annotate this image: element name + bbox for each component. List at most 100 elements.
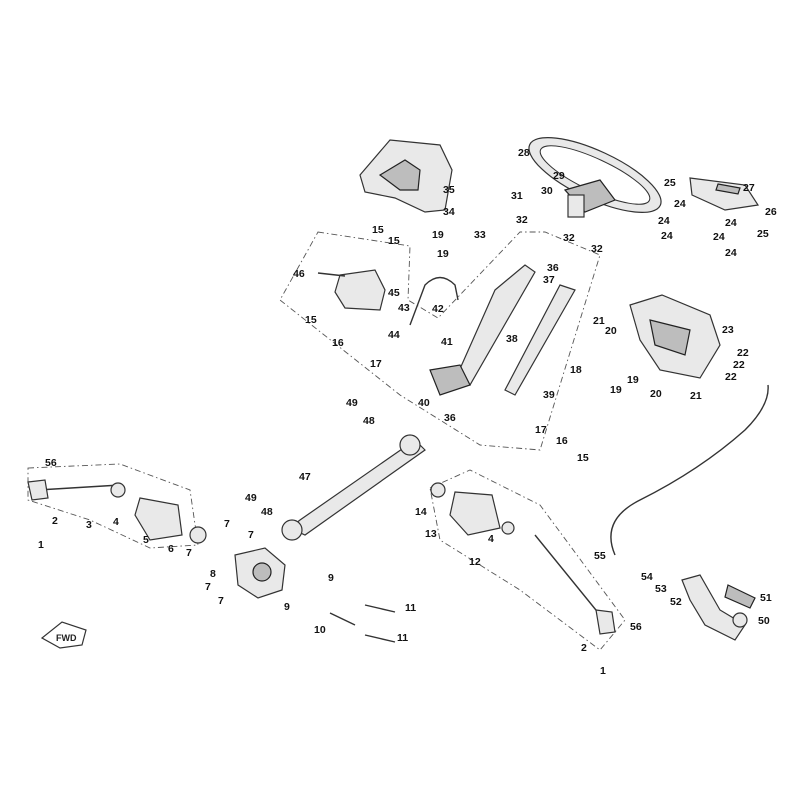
callout-53: 53 [655,583,667,595]
callout-7e: 7 [218,595,224,607]
callout-29: 29 [553,170,565,182]
callout-24f: 24 [725,247,737,259]
callout-6: 6 [168,543,174,555]
fwd-label: FWD [56,633,77,643]
callout-10: 10 [314,624,326,636]
callout-24c: 24 [661,230,673,242]
callout-40: 40 [418,397,430,409]
callout-24e: 24 [713,231,725,243]
callout-49b: 49 [245,492,257,504]
callout-56a: 56 [45,457,57,469]
callout-34: 34 [443,206,455,218]
callout-17b: 17 [535,424,547,436]
throttle-cable-part [610,384,769,556]
callout-30: 30 [541,185,553,197]
callout-44: 44 [388,329,400,341]
callout-51: 51 [760,592,772,604]
callout-4: 4 [113,516,119,528]
callout-45: 45 [388,287,400,299]
callout-28: 28 [518,147,530,159]
callout-55: 55 [594,550,606,562]
column-tube-part [429,264,576,396]
callout-15a: 15 [372,224,384,236]
callout-21a: 21 [593,315,605,327]
callout-13: 13 [425,528,437,540]
steering-wheel-part [528,136,662,218]
callout-32a: 32 [516,214,528,226]
callout-36a: 36 [547,262,559,274]
callout-15b: 15 [388,235,400,247]
callout-9a: 9 [328,572,334,584]
callout-18: 18 [570,364,582,376]
callout-19d: 19 [610,384,622,396]
callout-1b: 1 [600,665,606,677]
callout-1: 1 [38,539,44,551]
callout-39: 39 [543,389,555,401]
callout-33: 33 [474,229,486,241]
callout-35: 35 [443,184,455,196]
callout-11b: 11 [397,632,408,644]
mount-bracket-part [334,269,386,311]
callout-7b: 7 [186,547,192,559]
callout-22b: 22 [733,359,745,371]
wheel-cover-part [689,177,760,211]
callout-16b: 16 [556,435,568,447]
callout-54: 54 [641,571,653,583]
callout-9b: 9 [284,601,290,613]
callout-19b: 19 [437,248,449,260]
callout-41: 41 [441,336,453,348]
callout-11a: 11 [405,602,416,614]
callout-2b: 2 [581,642,587,654]
callout-46: 46 [293,268,305,280]
callout-12: 12 [469,556,481,568]
callout-32c: 32 [591,243,603,255]
callout-2: 2 [52,515,58,527]
callout-48b: 48 [261,506,273,518]
callout-26: 26 [765,206,777,218]
callout-17a: 17 [370,358,382,370]
callout-36b: 36 [444,412,456,424]
callout-7d: 7 [205,581,211,593]
callout-32b: 32 [563,232,575,244]
callout-42: 42 [432,303,444,315]
callout-15c: 15 [305,314,317,326]
column-housing-part [629,294,721,379]
callout-19a: 19 [432,229,444,241]
bolts-part [317,272,396,643]
callout-20b: 20 [650,388,662,400]
callout-27: 27 [743,182,755,194]
callout-52: 52 [670,596,682,608]
right-tie-rod-part [430,482,616,635]
callout-21b: 21 [690,390,702,402]
callout-24a: 24 [674,198,686,210]
callout-16a: 16 [332,337,344,349]
callout-31: 31 [511,190,523,202]
callout-48a: 48 [363,415,375,427]
callout-5: 5 [143,534,149,546]
left-tie-rod-part [27,479,207,544]
assembly-outlines [27,231,626,651]
callout-7a: 7 [224,518,230,530]
callout-23: 23 [722,324,734,336]
callout-4b: 4 [488,533,494,545]
callout-25b: 25 [757,228,769,240]
callout-56b: 56 [630,621,642,633]
callout-22a: 22 [737,347,749,359]
callout-49a: 49 [346,397,358,409]
dash-cover-part [359,139,453,213]
callout-37: 37 [543,274,555,286]
steering-gear-part [234,547,286,599]
callout-20a: 20 [605,325,617,337]
callout-24b: 24 [658,215,670,227]
callout-25a: 25 [664,177,676,189]
callout-3: 3 [86,519,92,531]
callout-labels: 1 2 3 4 5 6 7 7 7 7 7 8 9 9 10 11 11 12 … [38,147,777,677]
callout-24d: 24 [725,217,737,229]
callout-15d: 15 [577,452,589,464]
callout-22c: 22 [725,371,737,383]
tilt-lever-part [409,276,459,326]
callout-14: 14 [415,506,427,518]
intermediate-shaft-part [281,434,426,541]
callout-38: 38 [506,333,518,345]
